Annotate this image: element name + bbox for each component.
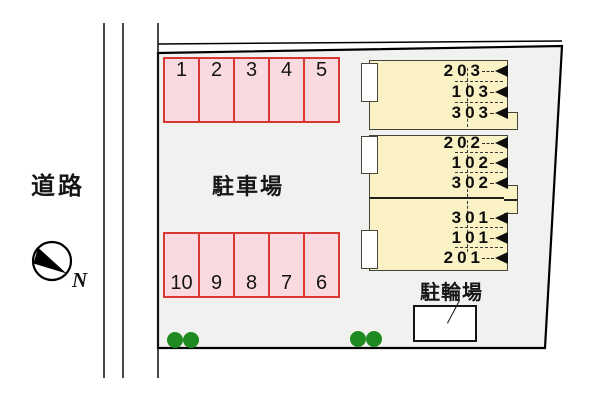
parking-space-number: 8 xyxy=(245,272,258,294)
leader-line xyxy=(455,102,503,103)
parking-space: 2 xyxy=(198,59,233,121)
parking-space: 6 xyxy=(303,234,338,296)
leader-line xyxy=(490,162,494,164)
parking-space: 7 xyxy=(268,234,303,296)
parking-row-top: 1 2 3 4 5 xyxy=(163,57,340,123)
room-row: 101 xyxy=(420,229,508,247)
leader-line xyxy=(455,227,503,228)
building-unit-2 xyxy=(369,135,508,199)
room-number: 201 xyxy=(443,248,484,267)
parking-space-number: 2 xyxy=(210,59,223,81)
parking-space: 4 xyxy=(268,59,303,121)
bicycle-parking-box xyxy=(413,305,477,342)
unit-arrow-icon xyxy=(495,252,508,264)
room-row: 302 xyxy=(420,174,508,192)
guide-line xyxy=(467,68,468,127)
room-number: 303 xyxy=(451,103,492,122)
leader-line xyxy=(490,182,494,184)
unit-arrow-icon xyxy=(495,212,508,224)
room-row: 102 xyxy=(420,154,508,172)
parking-space-number: 7 xyxy=(280,272,293,294)
leader-line xyxy=(490,237,494,239)
room-row: 201 xyxy=(420,249,508,267)
leader-line xyxy=(482,142,494,144)
leader-line xyxy=(482,70,494,72)
room-row: 202 xyxy=(420,134,508,152)
building-unit-3 xyxy=(369,199,508,271)
leader-line xyxy=(455,247,503,248)
parking-space: 3 xyxy=(233,59,268,121)
room-row: 203 xyxy=(420,62,508,80)
tree-icon xyxy=(366,331,382,347)
leader-line xyxy=(455,172,503,173)
parking-row-bottom: 10 9 8 7 6 xyxy=(163,232,340,298)
unit-arrow-icon xyxy=(495,232,508,244)
parking-space: 5 xyxy=(303,59,338,121)
top-boundary-line xyxy=(157,40,563,45)
entrance-porch xyxy=(361,136,378,174)
unit-arrow-icon xyxy=(495,157,508,169)
tree-icon xyxy=(167,332,183,348)
parking-space-number: 9 xyxy=(210,272,223,294)
room-number: 103 xyxy=(451,82,492,101)
parking-space: 1 xyxy=(165,59,198,121)
room-row: 303 xyxy=(420,104,508,122)
room-number: 302 xyxy=(451,173,492,192)
room-number: 101 xyxy=(451,228,492,247)
leader-line xyxy=(490,91,494,93)
tree-icon xyxy=(183,332,199,348)
unit-arrow-icon xyxy=(495,65,508,77)
leader-line xyxy=(455,152,503,153)
room-number: 102 xyxy=(451,153,492,172)
compass-needle-icon xyxy=(33,247,67,274)
unit-arrow-icon xyxy=(495,86,508,98)
parking-space-number: 5 xyxy=(315,59,328,81)
room-number: 203 xyxy=(443,61,484,80)
tree-icon xyxy=(350,331,366,347)
leader-line xyxy=(455,81,503,82)
parking-space-number: 6 xyxy=(315,272,328,294)
room-row: 103 xyxy=(420,83,508,101)
bicycle-parking-label: 駐輪場 xyxy=(420,282,483,304)
north-label: N xyxy=(72,268,88,292)
entrance-porch xyxy=(361,63,378,102)
guide-line xyxy=(467,201,468,252)
parking-space: 8 xyxy=(233,234,268,296)
unit-arrow-icon xyxy=(495,137,508,149)
leader-line xyxy=(482,257,494,259)
room-row: 301 xyxy=(420,209,508,227)
parking-space-number: 1 xyxy=(175,59,188,81)
unit-arrow-icon xyxy=(495,177,508,189)
parking-space-number: 10 xyxy=(170,272,193,294)
leader-line xyxy=(490,217,494,219)
room-number: 202 xyxy=(443,133,484,152)
leader-line xyxy=(490,112,494,114)
room-number: 301 xyxy=(451,208,492,227)
parking-area-label: 駐車場 xyxy=(212,174,285,199)
entrance-porch xyxy=(361,230,378,269)
road-label: 道路 xyxy=(31,173,85,200)
unit-arrow-icon xyxy=(495,107,508,119)
building-notch xyxy=(504,199,518,214)
parking-space-number: 3 xyxy=(245,59,258,81)
parking-space-number: 4 xyxy=(280,59,293,81)
parking-space: 10 xyxy=(165,234,198,296)
parking-space: 9 xyxy=(198,234,233,296)
guide-line xyxy=(467,140,468,197)
